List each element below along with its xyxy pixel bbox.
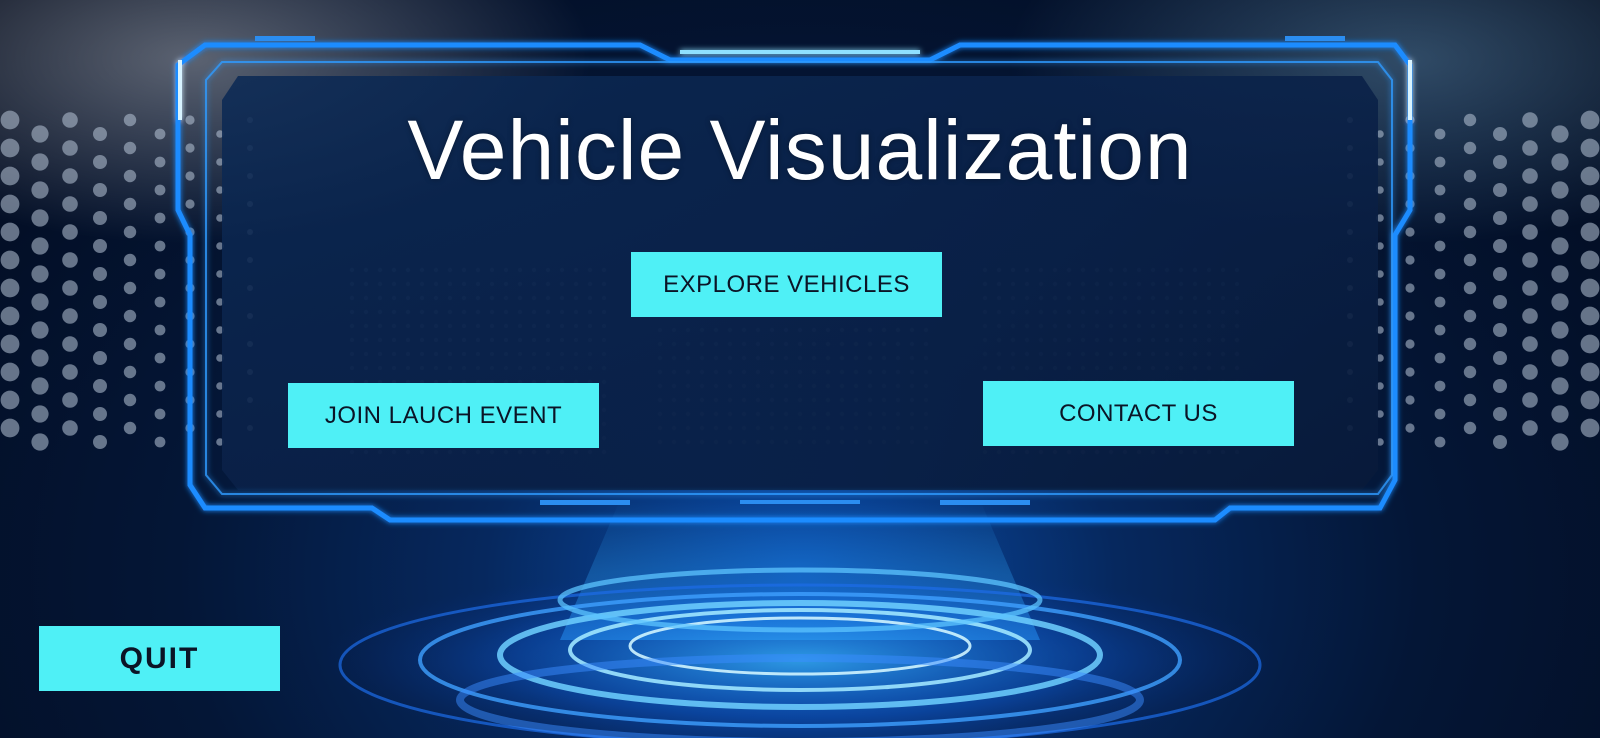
app-title: Vehicle Visualization [407, 103, 1193, 197]
explore-vehicles-button[interactable]: EXPLORE VEHICLES [631, 252, 942, 317]
quit-button[interactable]: QUIT [39, 626, 280, 691]
join-launch-event-button[interactable]: JOIN LAUCH EVENT [288, 383, 599, 448]
contact-us-button[interactable]: CONTACT US [983, 381, 1294, 446]
